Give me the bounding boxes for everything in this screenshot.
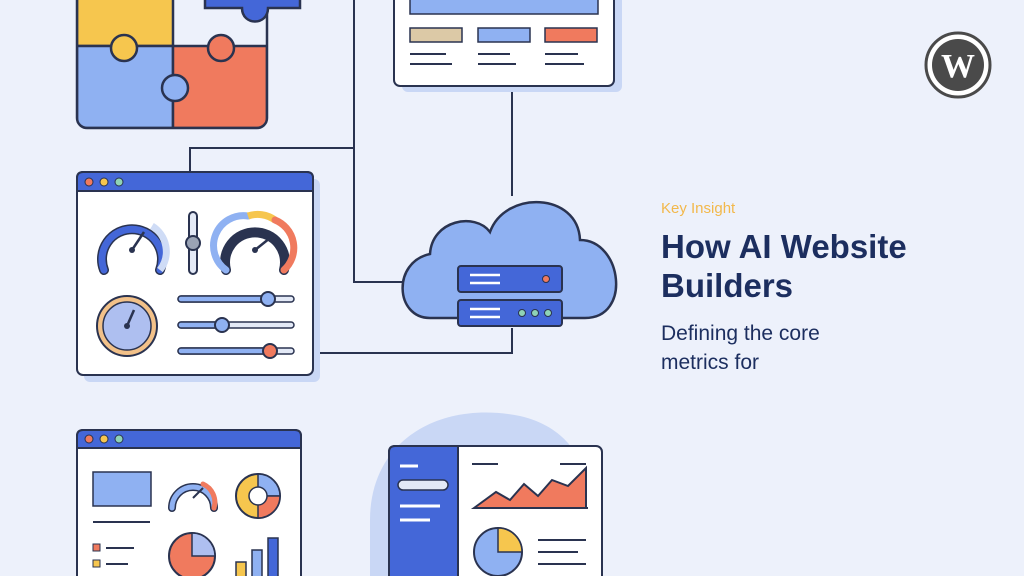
page-title-line-2: Builders [661,267,794,304]
chart-card [370,412,603,576]
vertical-slider [185,211,201,275]
eyebrow-label: Key Insight [661,200,736,217]
subtitle-line-2: metrics for [661,351,760,374]
subtitle-line-1: Defining the core [661,322,820,345]
horizontal-sliders [177,291,295,359]
wordpress-logo-letter: W [941,48,975,85]
top-web-card [393,0,622,92]
cloud-server-icon [401,200,618,327]
speed-gauge-blue [97,223,170,275]
article-intro: Key Insight How AI Website Builders Defi… [661,200,1001,377]
illustration [75,0,622,576]
page-title-line-1: How AI Website [661,228,907,265]
subtitle: Defining the core metrics for [661,319,1001,377]
gauge-dashboard-card [76,171,320,382]
puzzle-pieces [77,0,267,128]
puzzle-knob-blue [160,73,190,103]
round-gauge [96,295,158,357]
analytics-card [76,429,302,576]
puzzle-knob-yellow [109,33,139,63]
speed-gauge-multicolor [210,210,298,275]
wordpress-logo-icon: W [924,31,992,99]
puzzle-knob-coral [206,33,236,63]
page-title: How AI Website Builders [661,227,1001,305]
puzzle-piece-top [203,0,302,23]
connector-lines [189,0,513,354]
